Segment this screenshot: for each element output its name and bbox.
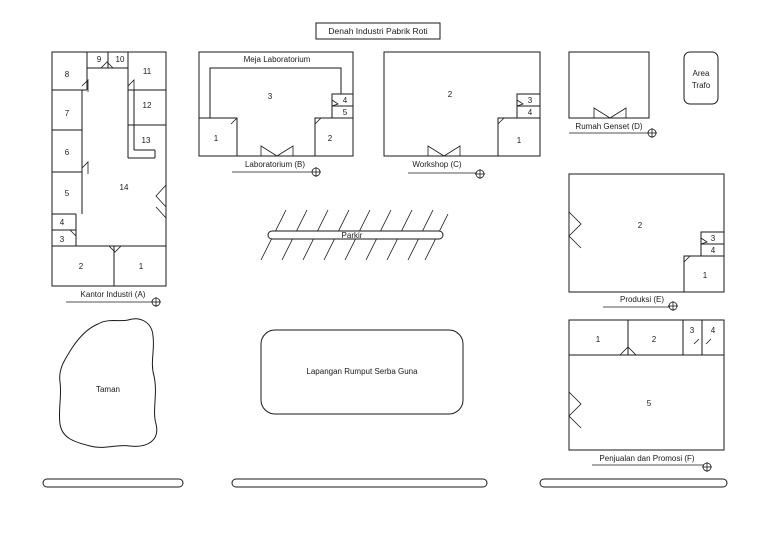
road-segment [539, 478, 728, 488]
workshop-room-label: 4 [528, 108, 533, 117]
trafo-label-line2: Trafo [692, 81, 711, 90]
building-rumah-genset: Rumah Genset (D) [568, 51, 657, 138]
kantor-room-label: 9 [97, 55, 102, 64]
trafo-label-line1: Area [693, 69, 710, 78]
kantor-room-label: 14 [120, 183, 129, 192]
lab-room-label: 5 [343, 108, 348, 117]
produksi-room-label: 3 [711, 234, 716, 243]
road-bars [42, 478, 728, 488]
kantor-caption: Kantor Industri (A) [81, 290, 146, 299]
field-label: Lapangan Rumput Serba Guna [306, 367, 418, 376]
kantor-room-label: 7 [65, 109, 70, 118]
produksi-room-label: 2 [638, 221, 643, 230]
kantor-room-label: 2 [79, 262, 84, 271]
penjualan-caption: Penjualan dan Promosi (F) [599, 454, 694, 463]
kantor-room-label: 5 [65, 189, 70, 198]
penjualan-room-label: 2 [652, 335, 657, 344]
workshop-room-label: 2 [448, 90, 453, 99]
entrance-marker-icon [702, 462, 712, 472]
plan-title: Denah Industri Pabrik Roti [315, 22, 441, 40]
entrance-marker-icon [475, 169, 485, 179]
entrance-marker-icon [668, 301, 678, 311]
kantor-room-label: 13 [142, 136, 151, 145]
entrance-marker-icon [311, 167, 321, 177]
lab-room-label: 4 [343, 96, 348, 105]
penjualan-room-label: 4 [711, 326, 716, 335]
produksi-caption: Produksi (E) [620, 295, 664, 304]
area-trafo: Area Trafo [683, 51, 719, 105]
lab-room-label: 1 [214, 134, 219, 143]
produksi-room-label: 1 [703, 271, 708, 280]
kantor-room-label: 10 [116, 55, 125, 64]
building-workshop: 2 3 4 1 Workshop (C) [383, 51, 541, 179]
garden-label: Taman [96, 385, 120, 394]
kantor-room-label: 1 [139, 262, 144, 271]
penjualan-room-label: 1 [596, 335, 601, 344]
plan-title-text: Denah Industri Pabrik Roti [328, 26, 427, 36]
entrance-marker-icon [647, 128, 657, 138]
kantor-room-label: 3 [60, 235, 65, 244]
building-kantor-industri: 8 9 10 11 7 12 13 6 14 5 4 3 2 1 Kantor … [51, 51, 167, 307]
lab-table-label: Meja Laboratorium [244, 55, 311, 64]
building-laboratorium: Meja Laboratorium 3 4 5 1 2 Laboratorium… [198, 51, 354, 177]
penjualan-room-label: 3 [690, 326, 695, 335]
lab-room-label: 2 [328, 134, 333, 143]
kantor-room-label: 6 [65, 148, 70, 157]
lab-room-label: 3 [268, 92, 273, 101]
genset-caption: Rumah Genset (D) [575, 122, 642, 131]
road-segment [231, 478, 488, 488]
workshop-caption: Workshop (C) [412, 160, 462, 169]
lab-caption: Laboratorium (B) [245, 160, 305, 169]
produksi-room-label: 4 [711, 246, 716, 255]
road-segment [42, 478, 184, 488]
workshop-room-label: 3 [528, 96, 533, 105]
workshop-room-label: 1 [517, 136, 522, 145]
parking-area: Parkir [260, 209, 449, 261]
garden-area: Taman [58, 318, 158, 448]
kantor-room-label: 11 [143, 67, 152, 76]
kantor-room-label: 8 [65, 70, 70, 79]
parking-label: Parkir [342, 231, 363, 240]
entrance-marker-icon [151, 297, 161, 307]
building-produksi: 2 3 4 1 Produksi (E) [568, 173, 725, 311]
field-area: Lapangan Rumput Serba Guna [260, 329, 464, 415]
penjualan-room-label: 5 [647, 399, 652, 408]
building-penjualan: 1 2 3 4 5 Penjualan dan Promosi (F) [568, 319, 725, 472]
kantor-room-label: 4 [60, 218, 65, 227]
kantor-room-label: 12 [143, 101, 152, 110]
